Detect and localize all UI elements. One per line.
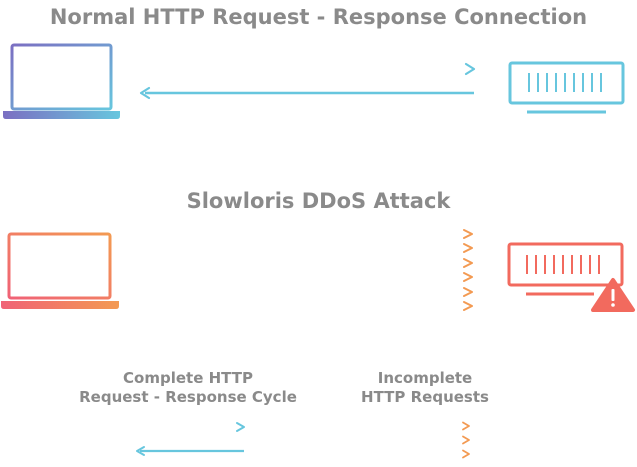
server-normal-icon <box>508 61 625 114</box>
incomplete-request-arrow <box>138 229 473 239</box>
incomplete-request-arrow <box>138 287 473 297</box>
server-attack-icon <box>507 242 624 296</box>
slowloris-attack-title: Slowloris DDoS Attack <box>186 189 451 213</box>
client-laptop-attack-icon <box>1 232 119 309</box>
legend-complete-label: Complete HTTP Request - Response Cycle <box>78 369 298 407</box>
legend-complete-line1: Complete HTTP <box>123 369 253 387</box>
normal-connection-title: Normal HTTP Request - Response Connectio… <box>49 5 588 29</box>
warning-icon <box>591 278 635 312</box>
legend-incomplete-label: Incomplete HTTP Requests <box>330 369 520 407</box>
legend-incomplete-arrows <box>373 421 470 459</box>
incomplete-request-arrow <box>138 243 473 253</box>
incomplete-request-arrow <box>138 301 473 311</box>
legend-incomplete-line2: HTTP Requests <box>361 388 489 406</box>
client-laptop-normal-icon <box>3 43 120 119</box>
legend-complete-line2: Request - Response Cycle <box>79 388 297 406</box>
legend-complete-arrows <box>136 422 245 456</box>
legend-incomplete-line1: Incomplete <box>377 369 473 387</box>
incomplete-request-arrow <box>138 272 473 282</box>
incomplete-request-arrow <box>138 258 473 268</box>
response-arrow <box>139 86 474 100</box>
incomplete-request-arrows <box>138 229 473 311</box>
request-arrow <box>140 62 476 76</box>
